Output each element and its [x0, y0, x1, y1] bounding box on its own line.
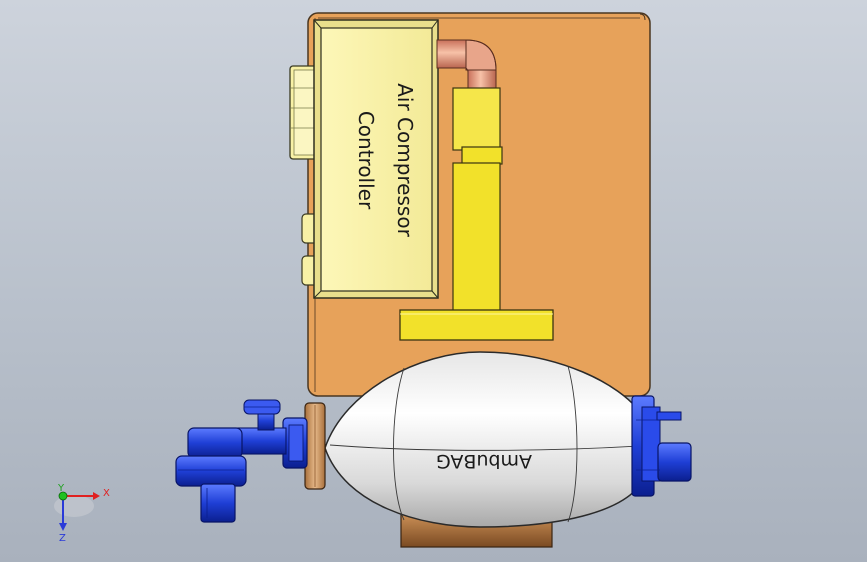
- bag-label: AmbuBAG: [436, 450, 532, 472]
- air-compressor-controller[interactable]: Air Compressor Controller: [313, 19, 439, 299]
- controller-label-line1: Air Compressor: [393, 83, 417, 237]
- z-axis-label: Z: [59, 533, 66, 544]
- outlet-valve[interactable]: [631, 395, 692, 497]
- coordinate-triad: X Y Z: [54, 483, 110, 544]
- bag-inlet-collar[interactable]: [304, 402, 326, 490]
- patient-valve-assembly[interactable]: [175, 399, 308, 523]
- mounting-bar[interactable]: [399, 309, 554, 341]
- x-axis-label: X: [103, 488, 110, 499]
- y-axis-dot: [58, 491, 68, 501]
- ambu-bag[interactable]: AmbuBAG: [324, 351, 641, 528]
- controller-label-line2: Controller: [354, 111, 378, 210]
- compressor-column[interactable]: [452, 87, 503, 312]
- y-axis-label: Y: [57, 483, 65, 494]
